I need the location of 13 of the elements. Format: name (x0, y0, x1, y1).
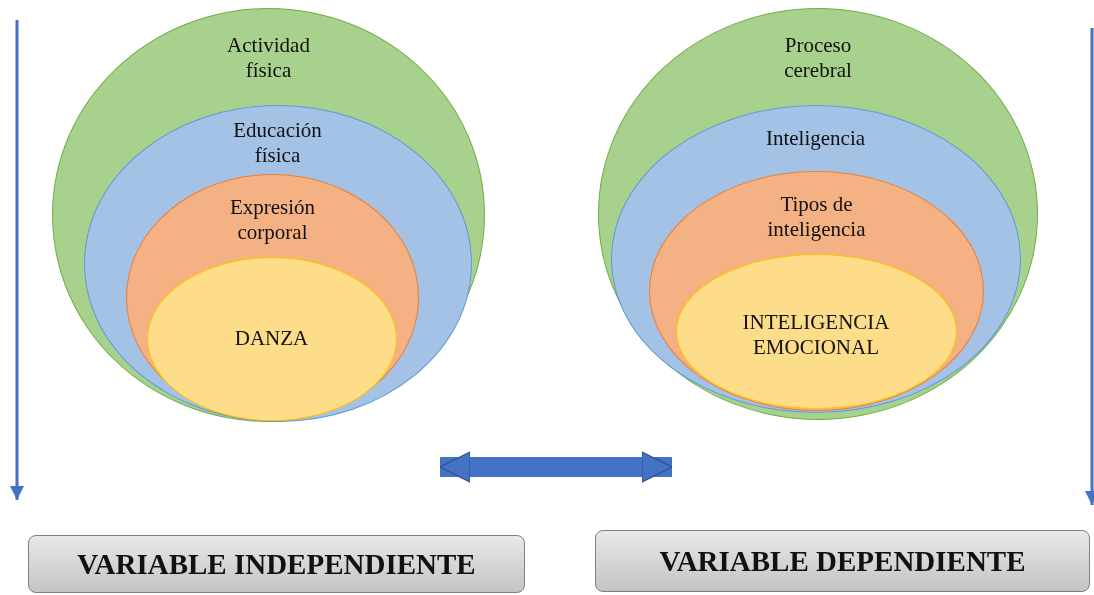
variable-label: VARIABLE DEPENDIENTE (659, 544, 1026, 578)
variable-box (28, 535, 525, 593)
node-label: DANZA (233, 325, 310, 351)
node-label: INTELIGENCIA EMOCIONAL (741, 309, 891, 360)
double-arrow (439, 451, 673, 483)
variable-label: VARIABLE INDEPENDIENTE (77, 547, 476, 581)
variable-box (595, 530, 1090, 592)
node-label: Expresión corporal (228, 195, 317, 245)
node-label: Educación física (232, 117, 323, 168)
node-label: Actividad física (226, 33, 311, 83)
node-label: Proceso cerebral (783, 33, 853, 83)
node-label: Tipos de inteligencia (766, 192, 867, 242)
node-label: Inteligencia (764, 125, 867, 151)
